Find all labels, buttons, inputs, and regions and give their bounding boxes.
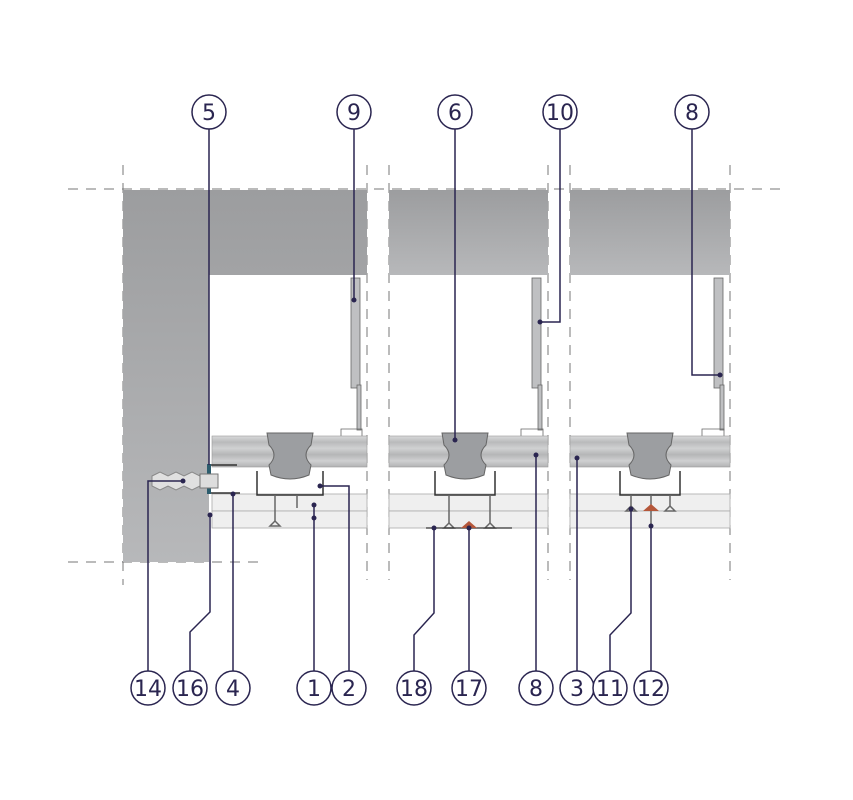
brackets (256, 432, 681, 496)
concrete-wall-and-slab (123, 190, 367, 562)
concrete-structure (123, 190, 730, 562)
callout-12: 12 (633, 670, 669, 706)
svg-text:17: 17 (455, 677, 483, 702)
callout-5: 5 (191, 94, 227, 130)
svg-text:10: 10 (546, 101, 574, 126)
hangers (340, 277, 725, 437)
callout-14: 14 (130, 670, 166, 706)
concrete-slab-right (570, 190, 730, 275)
callout-16: 16 (172, 670, 208, 706)
callout-3: 3 (559, 670, 595, 706)
svg-text:8: 8 (529, 677, 543, 702)
svg-text:12: 12 (637, 677, 665, 702)
joint-filler-mark (643, 504, 659, 511)
joint-filler-mark (461, 521, 477, 528)
callout-9: 9 (336, 94, 372, 130)
svg-text:5: 5 (202, 101, 216, 126)
callout-6: 6 (437, 94, 473, 130)
svg-text:4: 4 (226, 677, 240, 702)
svg-text:2: 2 (342, 677, 356, 702)
leader-dots (180, 297, 723, 531)
concrete-slab-middle (389, 190, 548, 275)
callout-18: 18 (396, 670, 432, 706)
callout-4: 4 (215, 670, 251, 706)
bracket-right (619, 432, 681, 496)
callout-8-top: 8 (674, 94, 710, 130)
svg-text:11: 11 (596, 677, 624, 702)
callout-10: 10 (542, 94, 578, 130)
svg-text:6: 6 (448, 101, 462, 126)
svg-text:1: 1 (307, 677, 321, 702)
leader-lines (147, 129, 720, 671)
bracket-left (256, 432, 324, 496)
callout-11: 11 (592, 670, 628, 706)
callout-8-bottom: 8 (518, 670, 554, 706)
callout-17: 17 (451, 670, 487, 706)
svg-text:9: 9 (347, 101, 361, 126)
svg-text:18: 18 (400, 677, 428, 702)
svg-text:8: 8 (685, 101, 699, 126)
svg-text:14: 14 (134, 677, 162, 702)
plasterboard-layers (211, 493, 731, 529)
bracket-middle (434, 432, 496, 496)
callout-2: 2 (331, 670, 367, 706)
callout-1: 1 (296, 670, 332, 706)
svg-text:3: 3 (570, 677, 584, 702)
svg-text:16: 16 (176, 677, 204, 702)
